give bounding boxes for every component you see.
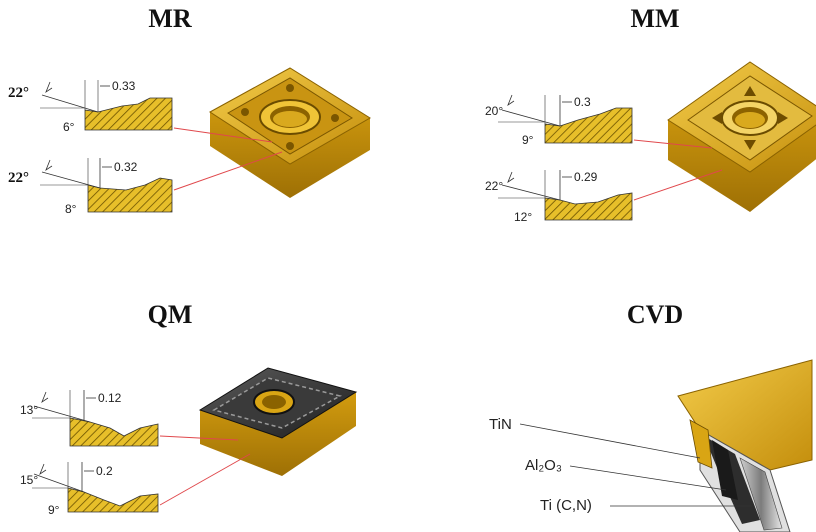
mm-top-land-angle: 9° xyxy=(522,133,534,147)
qm-insert xyxy=(198,367,358,476)
mr-profile-bottom: 22° 8° 0.32 xyxy=(8,158,173,216)
cvd-leader-tin xyxy=(519,423,701,459)
mr-top-land-angle: 6° xyxy=(63,120,75,134)
mm-top-land-width: 0.3 xyxy=(574,95,591,109)
cvd-title: CVD xyxy=(626,300,684,329)
mm-title: MM xyxy=(630,4,680,33)
mm-leader-top xyxy=(633,139,713,149)
qm-bottom-land-angle: 9° xyxy=(48,503,60,517)
mm-leader-bottom xyxy=(633,169,723,201)
mr-top-land-width: 0.33 xyxy=(112,79,136,93)
mm-bottom-land-angle: 12° xyxy=(514,210,532,224)
mr-bottom-rake-angle: 22° xyxy=(8,170,29,186)
cvd-coating-illustration xyxy=(677,359,813,532)
qm-top-land-width: 0.12 xyxy=(98,391,122,405)
mr-bottom-land-angle: 8° xyxy=(65,202,77,216)
mr-leader-top xyxy=(173,127,273,143)
mm-profile-top: 20° 9° 0.3 xyxy=(485,94,633,147)
qm-leader-top xyxy=(159,435,239,441)
cvd-leader-al2o3 xyxy=(569,465,727,491)
mm-profile-bottom: 22° 12° 0.29 xyxy=(485,170,633,224)
mr-title: MR xyxy=(148,4,192,33)
mr-leader-bottom xyxy=(173,151,283,191)
mm-top-rake-angle: 20° xyxy=(485,104,503,118)
mr-top-rake-angle: 22° xyxy=(8,85,29,101)
mm-bottom-land-width: 0.29 xyxy=(574,170,598,184)
mm-insert xyxy=(667,61,816,212)
mr-profile-top: 22° 6° 0.33 xyxy=(8,79,173,134)
cvd-layer-al2o3: Al₂O₃ xyxy=(525,457,562,474)
cvd-layer-tin: TiN xyxy=(489,416,512,433)
qm-top-rake-angle: 13° xyxy=(20,403,38,417)
qm-profile-top: 13° 0.12 xyxy=(20,390,159,447)
qm-profile-bottom: 15° 9° 0.2 xyxy=(20,462,159,517)
mm-bottom-rake-angle: 22° xyxy=(485,179,503,193)
qm-bottom-land-width: 0.2 xyxy=(96,464,113,478)
mr-bottom-land-width: 0.32 xyxy=(114,160,138,174)
mr-insert xyxy=(209,67,371,198)
qm-leader-bottom xyxy=(159,453,251,506)
qm-bottom-rake-angle: 15° xyxy=(20,473,38,487)
qm-title: QM xyxy=(147,300,193,329)
cvd-layer-ticn: Ti (C,N) xyxy=(540,497,592,514)
